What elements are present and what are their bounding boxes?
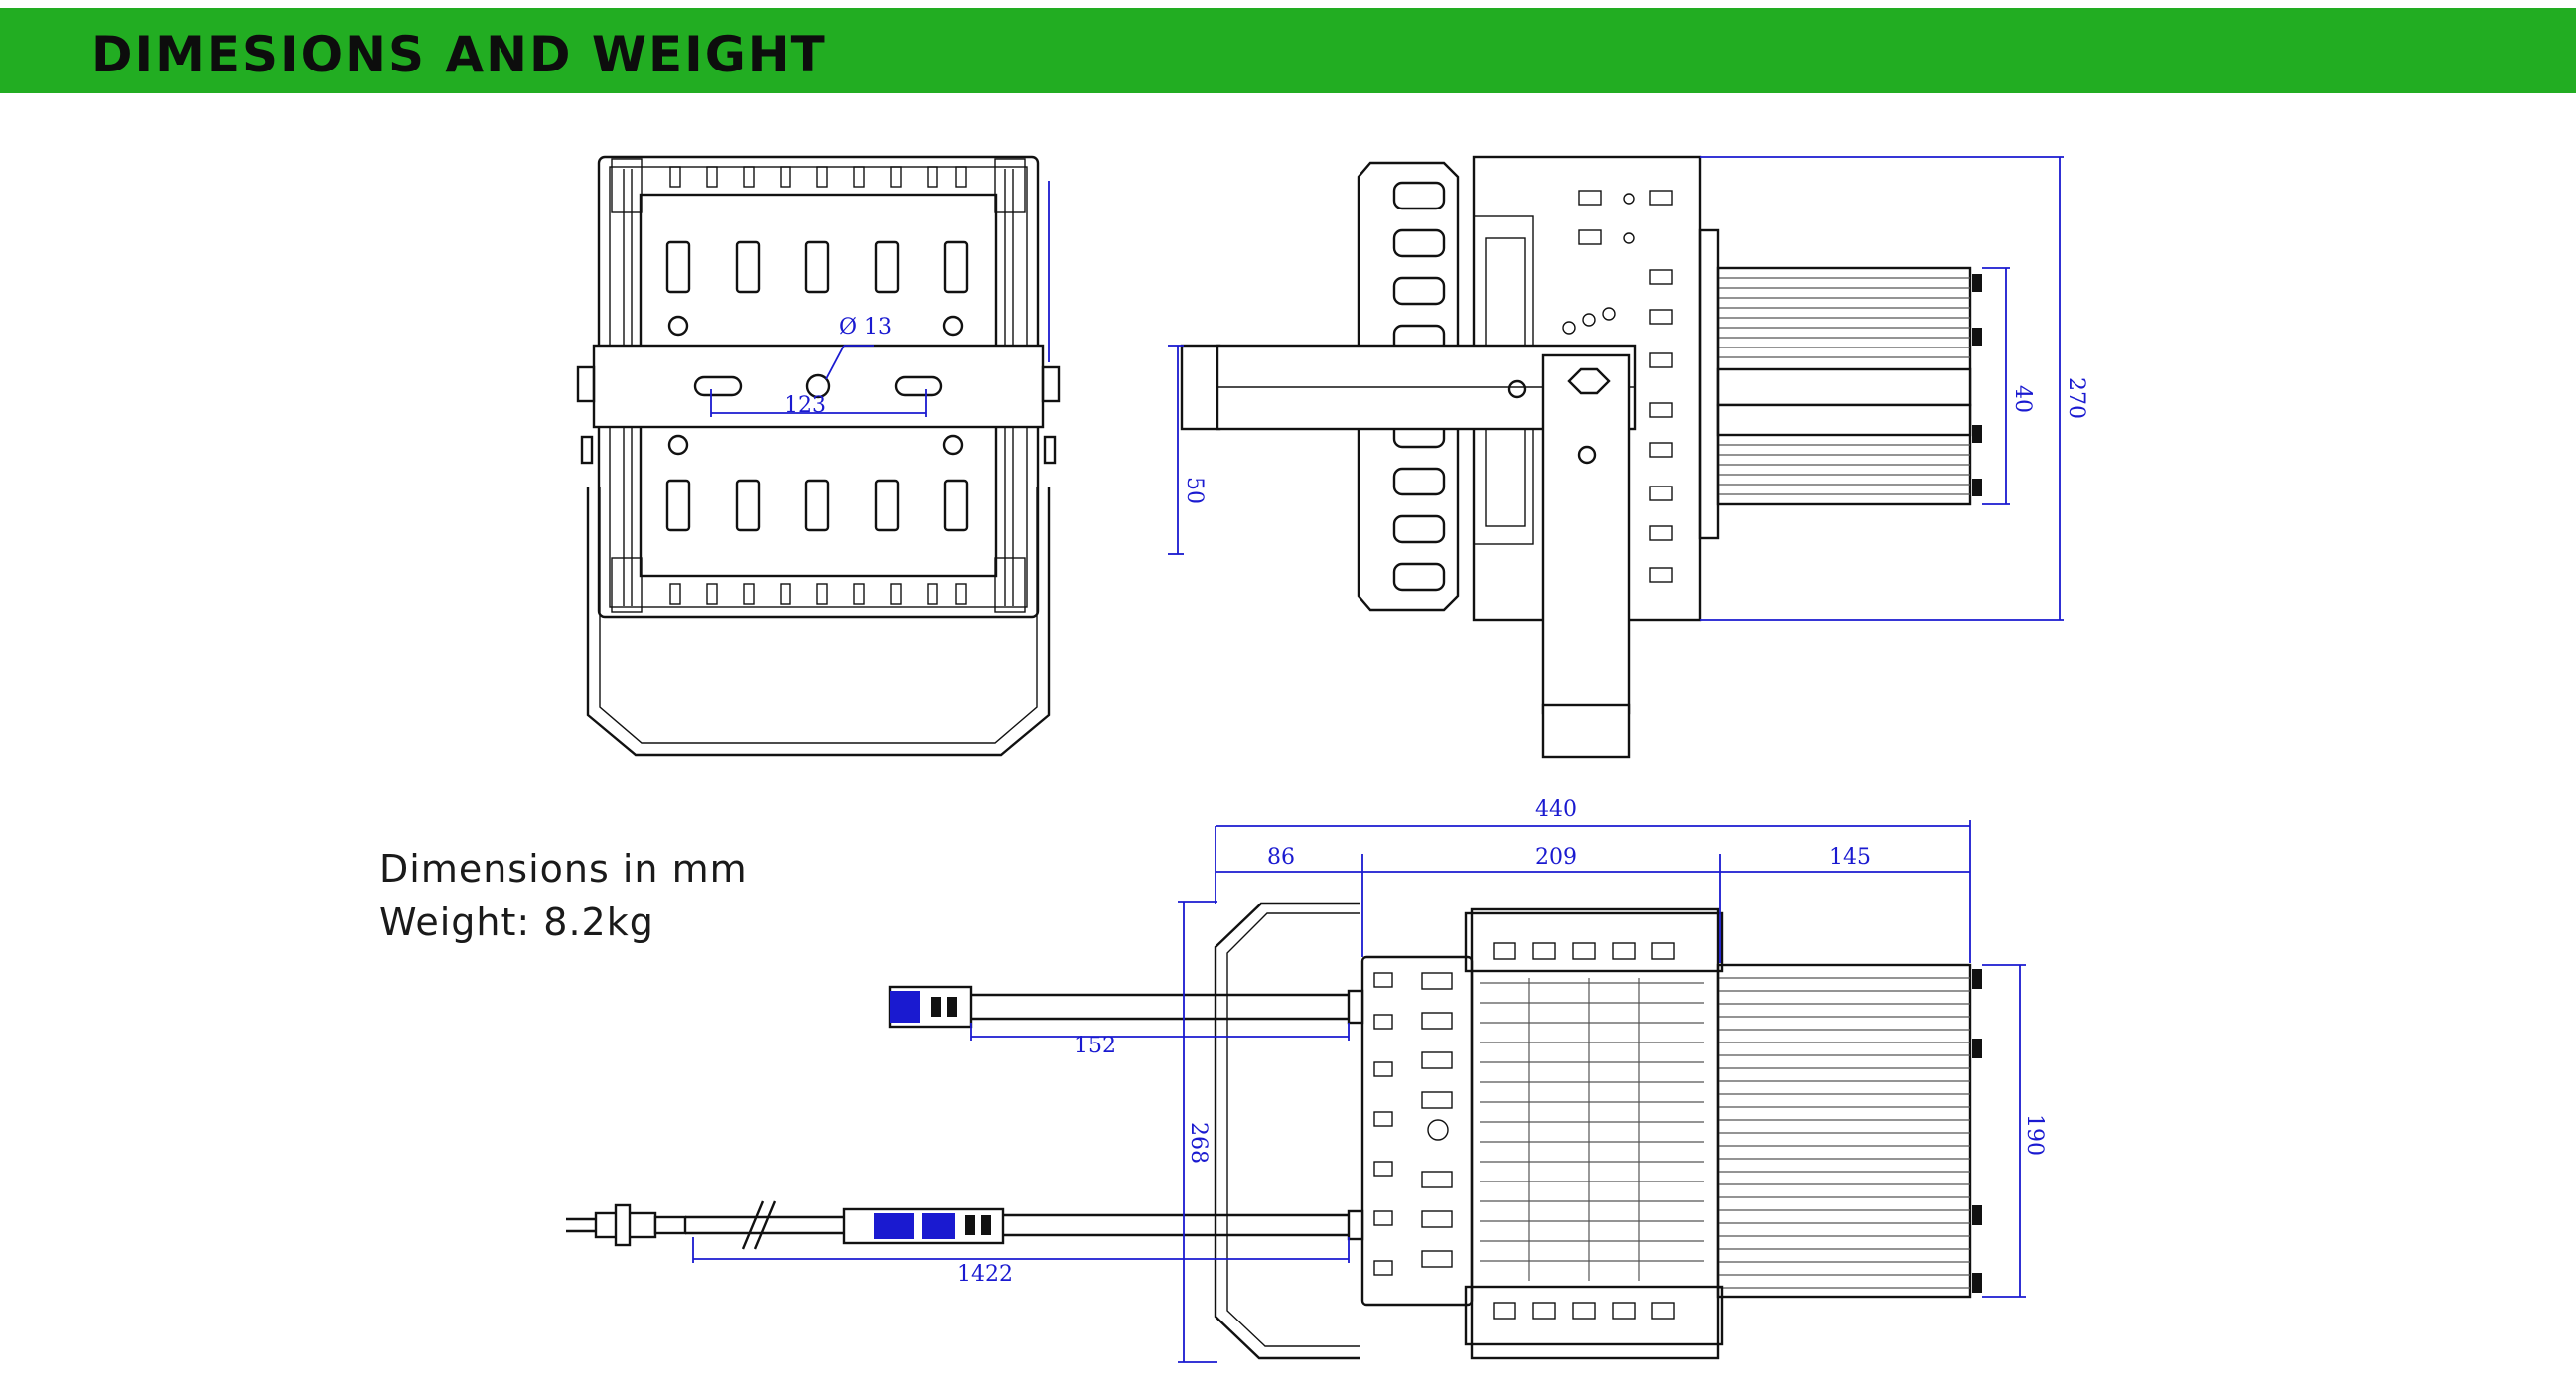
weight-note: Weight: 8.2kg — [379, 901, 654, 944]
long-cable — [566, 1200, 1364, 1250]
driver-fins — [1480, 978, 1704, 1281]
slot-spacing-label: 123 — [785, 393, 826, 418]
segment-a-label: 86 — [1267, 845, 1295, 870]
segment-b-label: 209 — [1535, 845, 1577, 870]
segment-c-label: 145 — [1829, 845, 1871, 870]
top-heatsink — [1716, 963, 1982, 1299]
side-body-slots — [1562, 190, 1673, 583]
title-bar: DIMESIONS AND WEIGHT — [0, 8, 2576, 93]
side-heatsink — [1698, 228, 1982, 540]
heatsink-gap-label: 40 — [2010, 385, 2035, 413]
led-module-row-top — [665, 240, 969, 294]
bracket-width-label: 50 — [1182, 477, 1207, 504]
total-length-label: 440 — [1535, 797, 1577, 822]
page-title: DIMESIONS AND WEIGHT — [91, 26, 827, 83]
long-cable-label: 1422 — [957, 1262, 1013, 1287]
short-cable — [888, 985, 1364, 1029]
driver-top-slots — [1493, 942, 1675, 1320]
heatsink-width-label: 190 — [2022, 1114, 2047, 1156]
width-label: 268 — [1186, 1122, 1211, 1164]
bottom-vent-slots — [669, 583, 967, 605]
spec-notes: Dimensions in mm Weight: 8.2kg — [379, 842, 748, 949]
short-cable-label: 152 — [1074, 1034, 1116, 1058]
height-label: 270 — [2064, 377, 2088, 419]
top-vent-slots — [669, 166, 967, 188]
top-lens-windows — [1373, 972, 1453, 1276]
hole-diameter-label: Ø 13 — [839, 315, 892, 340]
led-module-row-bottom — [665, 479, 969, 532]
top-view-drawing: 440 86 209 145 268 190 152 1422 — [566, 797, 2047, 1363]
dimensions-unit-note: Dimensions in mm — [379, 847, 748, 891]
front-view-drawing: Ø 13 123 — [576, 155, 1061, 757]
side-view-drawing: 50 270 40 — [1168, 155, 2088, 759]
